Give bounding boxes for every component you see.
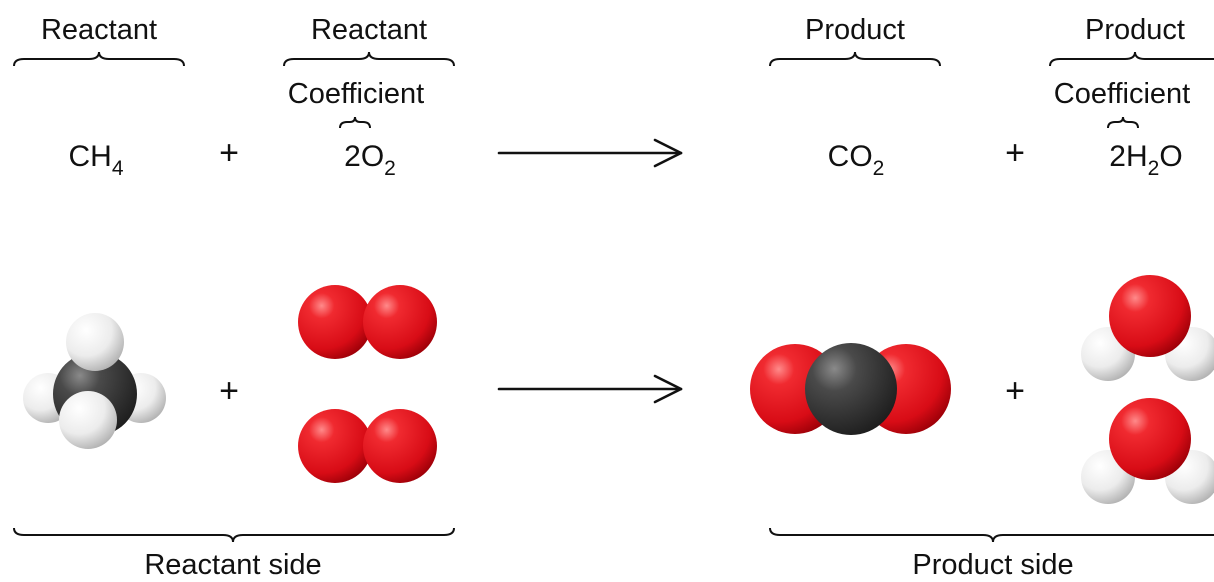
reaction-arrow-models	[497, 374, 683, 404]
brace-reactant-o2	[283, 51, 455, 67]
brace-product-co2	[769, 51, 941, 67]
water-molecule-model-bottom	[1081, 398, 1214, 504]
formula-2o2: 2O2	[344, 140, 396, 180]
reactant-label-o2: Reactant	[310, 14, 428, 46]
plus-sign-equation-left: +	[219, 134, 239, 172]
brace-product-side	[769, 527, 1214, 543]
brace-reactant-ch4	[13, 51, 185, 67]
reaction-arrow-equation	[497, 138, 683, 168]
brace-coefficient-left	[339, 116, 371, 129]
formula-2h2o: 2H2O	[1109, 140, 1183, 180]
carbon-dioxide-molecule-model	[750, 343, 951, 435]
methane-molecule-model	[23, 313, 166, 449]
coefficient-label-right: Coefficient	[1053, 78, 1191, 110]
product-side-label: Product side	[912, 549, 1074, 581]
reactant-side-label: Reactant side	[144, 549, 322, 581]
water-molecule-model-top	[1081, 275, 1214, 381]
plus-sign-equation-right: +	[1005, 134, 1025, 172]
oxygen-molecule-model-bottom	[298, 409, 437, 483]
brace-product-h2o	[1049, 51, 1214, 67]
plus-sign-models-left: +	[219, 372, 239, 410]
product-label-h2o: Product	[1085, 14, 1185, 46]
product-label-co2: Product	[805, 14, 905, 46]
plus-sign-models-right: +	[1005, 372, 1025, 410]
reactant-label-ch4: Reactant	[40, 14, 158, 46]
formula-ch4: CH4	[68, 140, 124, 180]
brace-coefficient-right	[1107, 116, 1139, 129]
coefficient-label-left: Coefficient	[287, 78, 425, 110]
oxygen-molecule-model-top	[298, 285, 437, 359]
formula-co2: CO2	[827, 140, 885, 180]
brace-reactant-side	[13, 527, 455, 543]
